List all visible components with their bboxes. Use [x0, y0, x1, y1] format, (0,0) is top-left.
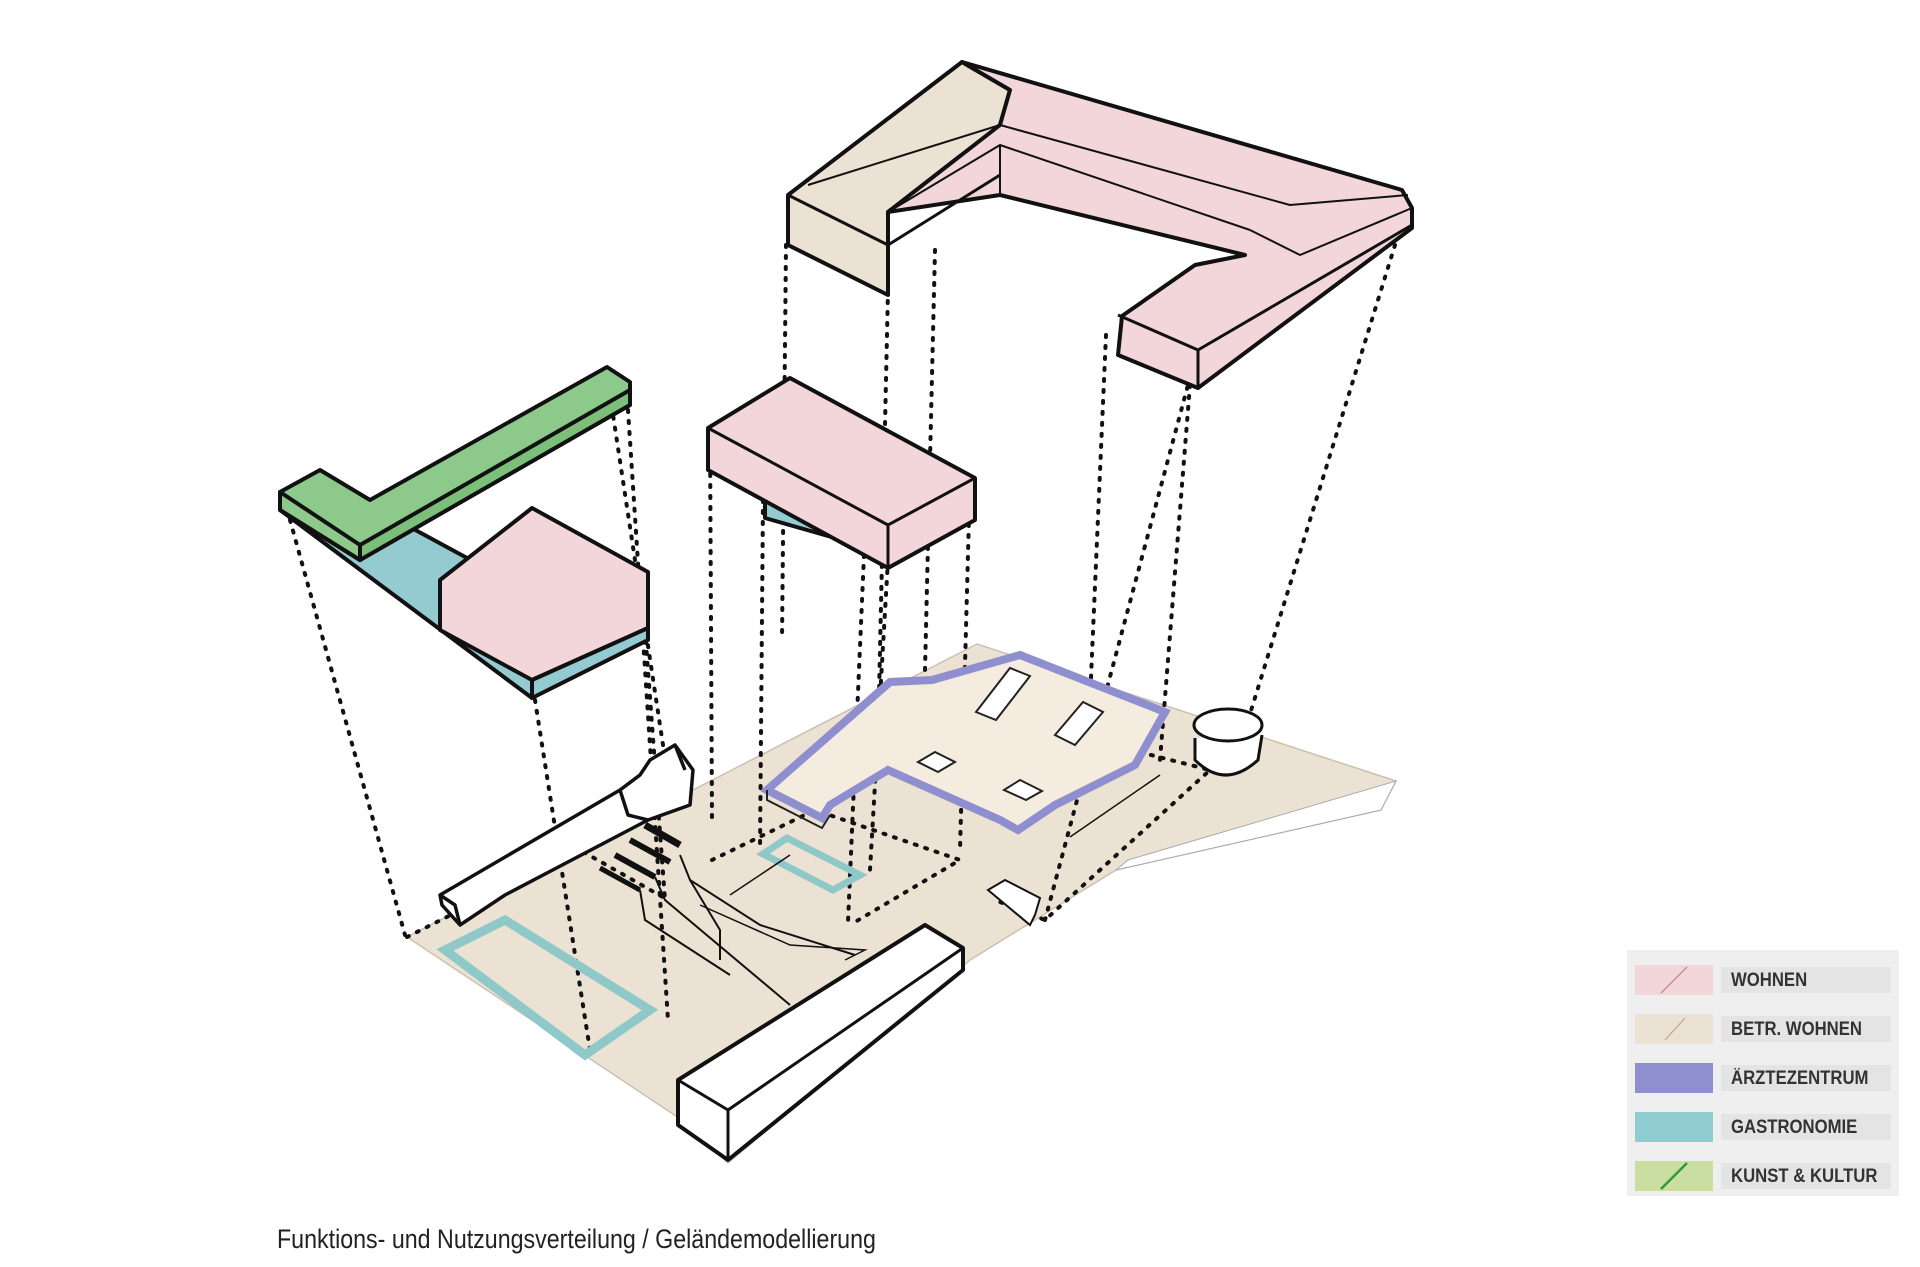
legend-swatch-betr-wohnen: [1635, 1014, 1713, 1044]
legend-swatch-kunst-kultur: [1635, 1161, 1713, 1191]
legend-label-bg: [1721, 1065, 1891, 1091]
ground-edge-line: [1069, 774, 1161, 838]
legend-label-bg: [1721, 1016, 1891, 1042]
legend-label-bg: [1721, 1114, 1891, 1140]
legend-label-betr-wohnen: BETR. WOHNEN: [1731, 1019, 1862, 1040]
small-block-right: [986, 878, 1042, 927]
diagram-caption: Funktions- und Nutzungsverteilung / Gelä…: [277, 1224, 876, 1254]
legend-swatch-gastronomie: [1635, 1112, 1713, 1142]
terrain-steps: [598, 821, 868, 1006]
existing-building-left: [438, 743, 695, 927]
gastronomie-outdoor-center: [756, 833, 868, 894]
legend-label-aerztezentrum: ÄRZTEZENTRUM: [1731, 1068, 1869, 1089]
gastronomie-outdoor-left: [436, 914, 659, 1061]
legend-swatch-wohnen: [1635, 965, 1713, 995]
aerztezentrum-footprint: [759, 650, 1171, 835]
legend-item-aerztezentrum: ÄRZTEZENTRUM: [1635, 1063, 1891, 1093]
block-middle: [706, 376, 977, 570]
legend-item-kunst-kultur: KUNST & KULTUR: [1635, 1161, 1891, 1191]
legend-item-betr-wohnen: BETR. WOHNEN: [1635, 1014, 1891, 1044]
legend-label-bg: [1721, 967, 1891, 993]
bar-building-front: [676, 923, 965, 1162]
legend-label-gastronomie: GASTRONOMIE: [1731, 1117, 1858, 1138]
legend-label-wohnen: WOHNEN: [1731, 970, 1808, 991]
round-tower: [1192, 707, 1264, 777]
block-left: [278, 365, 650, 700]
legend-swatch-aerztezentrum: [1635, 1063, 1713, 1093]
legend-item-wohnen: WOHNEN: [1635, 965, 1891, 995]
legend-label-bg: [1721, 1163, 1891, 1189]
legend-item-gastronomie: GASTRONOMIE: [1635, 1112, 1891, 1142]
legend-label-kunst-kultur: KUNST & KULTUR: [1731, 1166, 1878, 1187]
block-top: [786, 60, 1414, 390]
legend: WOHNEN BETR. WOHNEN ÄRZTEZENTRUM GASTRON…: [1627, 950, 1899, 1196]
